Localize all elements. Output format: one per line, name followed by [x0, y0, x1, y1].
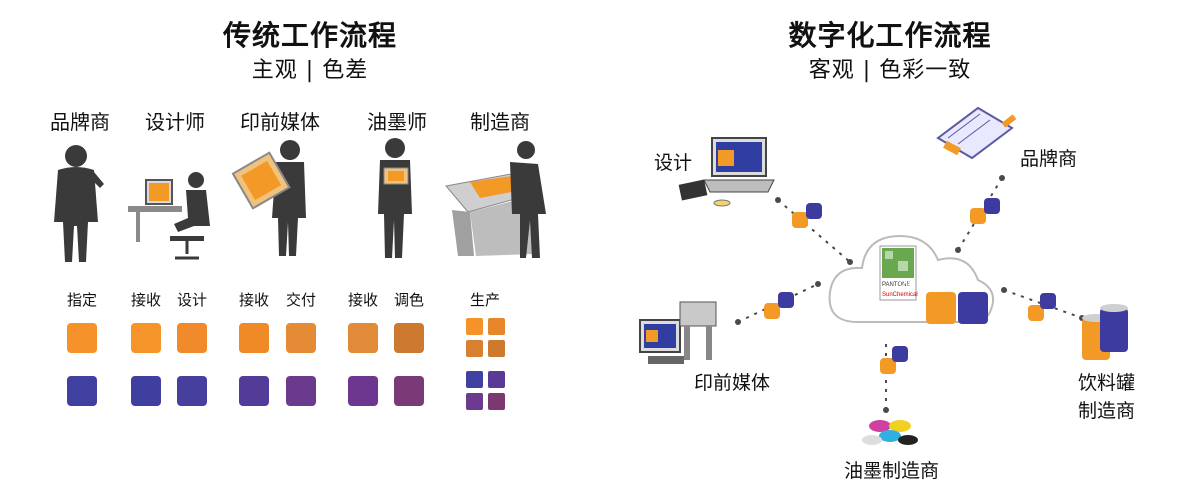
prepress-person-icon — [231, 140, 306, 256]
traditional-title: 传统工作流程 — [222, 19, 397, 52]
swatch-purple — [778, 292, 794, 308]
central-swatch-orange — [926, 292, 956, 324]
connector-lines — [737, 177, 1083, 410]
swatch-orange — [764, 303, 780, 319]
swatch-purple — [984, 198, 1000, 214]
swatch-purple — [177, 376, 207, 406]
node-beverage-label-2: 制造商 — [1078, 400, 1136, 422]
ink-cans-icon — [862, 420, 918, 445]
step-specify: 指定 — [66, 291, 97, 309]
swatch-purple — [348, 376, 378, 406]
role-ink-technician: 油墨师 — [367, 110, 427, 134]
step-produce: 生产 — [469, 291, 500, 309]
node-beverage-label-1: 饮料罐 — [1078, 372, 1136, 394]
swatch-purple — [1040, 293, 1056, 309]
swatch-purple — [394, 376, 424, 406]
step-receive: 接收 — [238, 291, 269, 309]
swatch-orange — [970, 208, 986, 224]
manufacturer-press-icon — [445, 141, 546, 258]
live-text: LIVE — [900, 282, 913, 288]
pantone-text: PANTONE — [882, 282, 910, 288]
sunchemical-text: SunChemical — [882, 292, 918, 298]
swatch-purple — [131, 376, 161, 406]
swatch-orange — [131, 323, 161, 353]
traditional-illustrations — [54, 138, 546, 262]
prepress-printer-icon — [639, 301, 717, 364]
node-design-label: 设计 — [654, 152, 693, 174]
swatch-purple — [67, 376, 97, 406]
traditional-subtitle: 主观 | 色差 — [251, 58, 369, 83]
digital-subtitle: 客观 | 色彩一致 — [808, 58, 972, 83]
swatch-orange — [394, 323, 424, 353]
swatch-orange — [792, 212, 808, 228]
swatch-orange — [348, 323, 378, 353]
beverage-cans-icon — [1082, 304, 1128, 360]
role-prepress: 印前媒体 — [240, 110, 320, 134]
swatch-purple — [892, 346, 908, 362]
swatch-orange — [286, 323, 316, 353]
step-tint: 调色 — [393, 291, 424, 309]
role-designer: 设计师 — [145, 110, 205, 134]
ink-technician-icon — [378, 138, 412, 258]
step-receive: 接收 — [347, 291, 378, 309]
swatch-purple — [239, 376, 269, 406]
brand-person-icon — [54, 145, 104, 262]
step-receive: 接收 — [130, 291, 161, 309]
central-swatch-purple — [958, 292, 988, 324]
role-brand: 品牌商 — [50, 110, 110, 134]
role-manufacturer: 制造商 — [470, 110, 530, 134]
node-brand-label: 品牌商 — [1020, 148, 1078, 170]
swatch-purple — [806, 203, 822, 219]
brand-guide-icon — [936, 106, 1017, 160]
node-ink-label: 油墨制造商 — [844, 460, 940, 482]
laptop-icon — [678, 137, 775, 207]
swatch-purple — [286, 376, 316, 406]
designer-at-desk-icon — [128, 172, 210, 260]
swatch-orange — [880, 358, 896, 374]
digital-title: 数字化工作流程 — [788, 19, 992, 52]
swatch-orange — [177, 323, 207, 353]
node-prepress-label: 印前媒体 — [694, 372, 771, 394]
swatch-orange — [1028, 305, 1044, 321]
swatch-orange — [67, 323, 97, 353]
step-deliver: 交付 — [285, 291, 316, 309]
step-design: 设计 — [176, 291, 207, 309]
swatch-orange — [239, 323, 269, 353]
